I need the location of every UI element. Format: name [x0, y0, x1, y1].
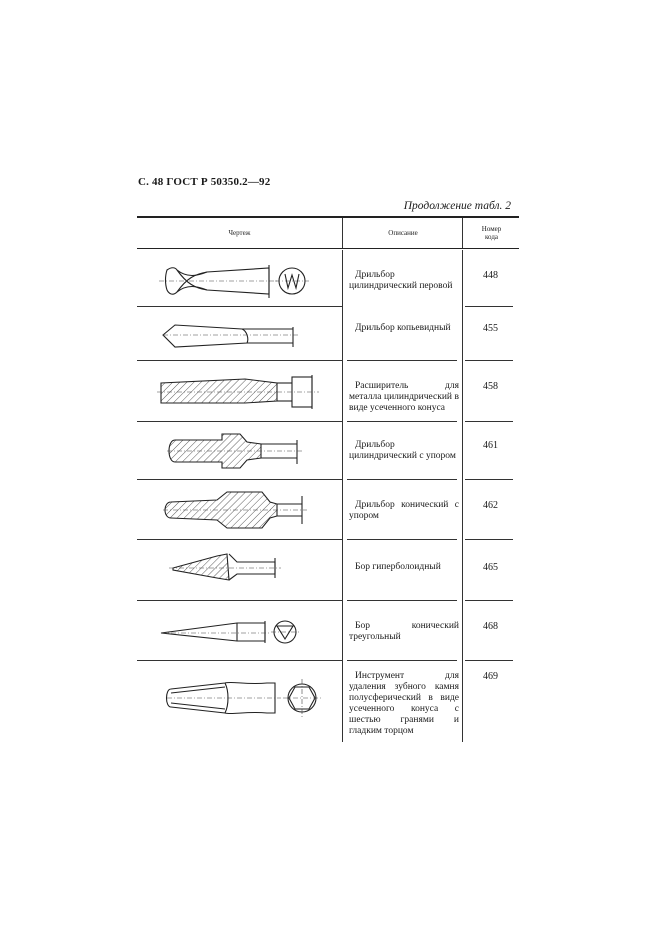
row-divider [465, 421, 513, 423]
row-divider [347, 360, 457, 362]
header-drawing: Чертеж [228, 229, 251, 237]
row-divider [347, 600, 457, 602]
row-divider [137, 306, 342, 308]
row-code: 469 [483, 671, 498, 682]
row-description: Расширитель для металла цилиндрический в… [349, 381, 459, 413]
table-row: Бор конический треугольный 468 [137, 601, 519, 662]
row-divider [137, 479, 342, 481]
row-divider [465, 660, 513, 662]
row-description: Бор гиперболоидный [355, 562, 441, 572]
table-row: Инструмент для удаления зубного камня по… [137, 661, 519, 743]
row-divider [137, 600, 342, 602]
table-row: Дрильбор цилиндрический перовой 448 [137, 250, 519, 308]
flat-spade-drill-drawing-icon [137, 250, 342, 307]
table-row: Дрильбор конический с упором 462 [137, 480, 519, 541]
row-description: Дрильбор конический с упором [349, 500, 459, 521]
table-row: Дрильбор цилиндрический с упором 461 [137, 422, 519, 481]
row-divider [347, 539, 457, 541]
hyperboloid-bur-drawing-icon [137, 540, 342, 601]
row-divider [137, 360, 342, 362]
table-row: Дрильбор копьевидный 455 [137, 307, 519, 362]
row-code: 462 [483, 500, 498, 511]
row-description: Дрильбор цилиндрический перовой [349, 270, 453, 291]
row-divider [465, 539, 513, 541]
row-code: 468 [483, 621, 498, 632]
row-divider [137, 660, 342, 662]
column-divider [342, 250, 343, 742]
table-row: Расширитель для металла цилиндрический в… [137, 361, 519, 423]
row-divider [347, 660, 457, 662]
row-code: 461 [483, 440, 498, 451]
row-divider [465, 360, 513, 362]
table-row: Бор гиперболоидный 465 [137, 540, 519, 602]
table-continuation-label: Продолжение табл. 2 [403, 200, 511, 212]
row-divider [347, 479, 457, 481]
header-code-line2: кода [484, 233, 498, 241]
column-divider [462, 250, 463, 742]
row-code: 455 [483, 323, 498, 334]
row-divider [465, 479, 513, 481]
conical-stop-drill-drawing-icon [137, 480, 342, 540]
row-code: 465 [483, 562, 498, 573]
cylindrical-stop-drill-drawing-icon [137, 422, 342, 480]
row-description: Дрильбор цилиндрический с упором [349, 440, 456, 461]
row-description: Дрильбор копьевидный [355, 323, 451, 333]
truncated-cone-reamer-drawing-icon [137, 361, 342, 422]
hexagonal-scaler-drawing-icon [137, 661, 342, 743]
page-header: С. 48 ГОСТ Р 50350.2—92 [138, 176, 271, 188]
row-divider [137, 421, 342, 423]
header-code-line1: Номер [481, 225, 502, 233]
row-description: Инструмент для удаления зубного камня по… [349, 671, 459, 736]
header-description: Описание [342, 218, 463, 248]
row-divider [465, 306, 513, 308]
row-divider [465, 600, 513, 602]
triangular-conical-bur-drawing-icon [137, 601, 342, 661]
row-divider [137, 539, 342, 541]
spear-drill-drawing-icon [137, 307, 342, 361]
row-divider [347, 421, 457, 423]
row-description: Бор конический треугольный [349, 621, 459, 642]
row-code: 458 [483, 381, 498, 392]
row-code: 448 [483, 270, 498, 281]
